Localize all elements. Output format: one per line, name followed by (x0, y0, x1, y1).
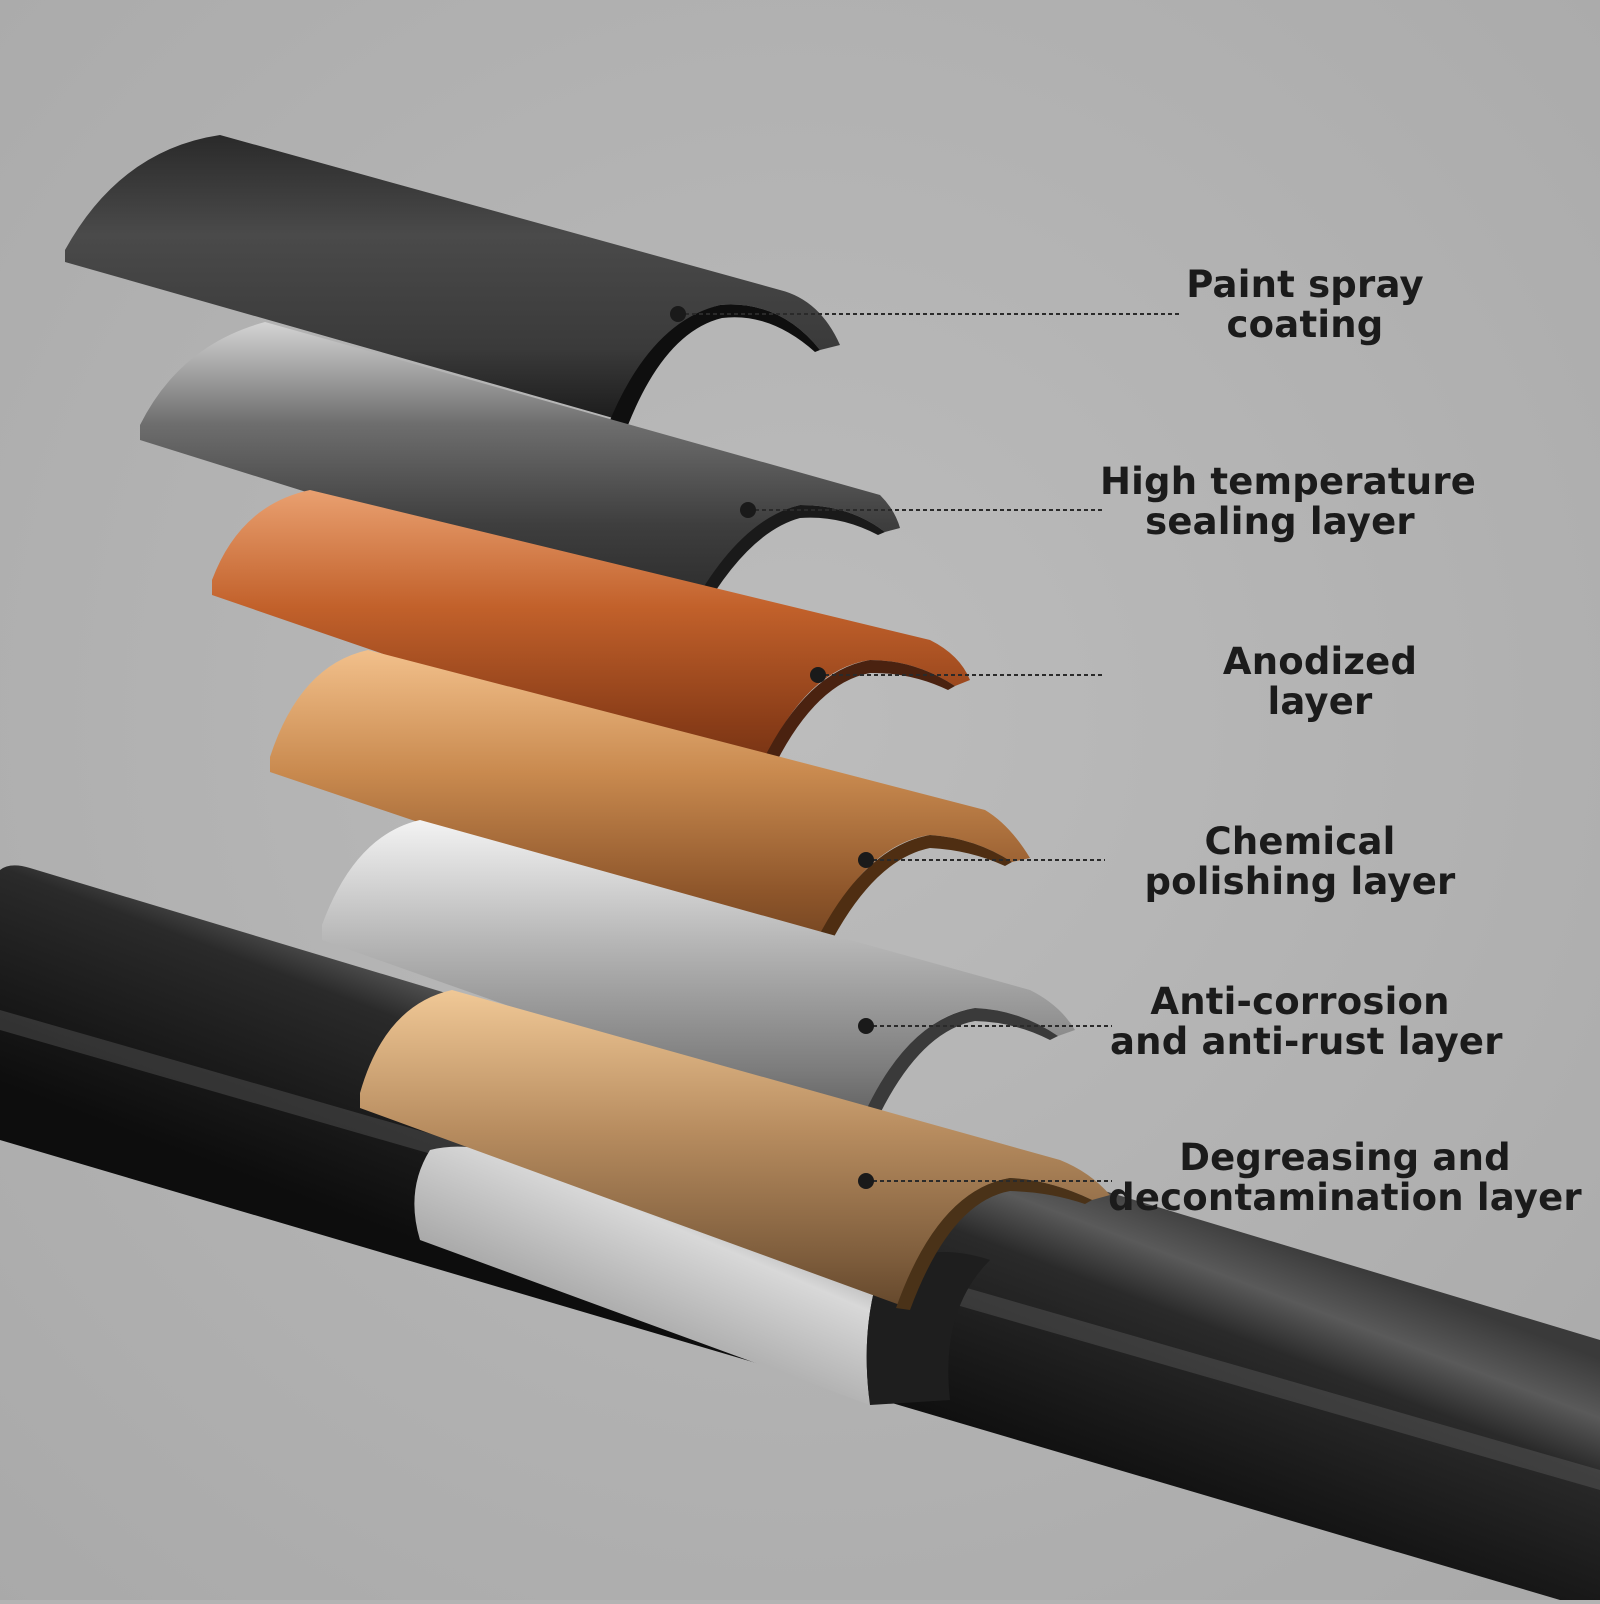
tube-inner-layer (414, 1146, 880, 1405)
label-high-temperature-sealing-layer: High temperature sealing layer (1100, 460, 1477, 543)
label-anodized-layer: Anodized layer (1215, 642, 1425, 722)
layer-paint-edge (608, 304, 820, 425)
label-anti-corrosion-layer: Anti-corrosion and anti-rust layer (1110, 980, 1503, 1063)
layer-anodized-edge (752, 660, 955, 786)
dot-anticorrosion (858, 1018, 874, 1034)
label-polishing-line1: Chemical (1204, 820, 1396, 863)
layer-anticorrosion-edge (856, 1008, 1058, 1135)
label-paint-line2: coating (1226, 303, 1384, 346)
label-paint-line1: Paint spray (1186, 263, 1424, 306)
label-degreasing-line2: decontamination layer (1108, 1176, 1582, 1219)
label-polishing-line2: polishing layer (1144, 860, 1456, 903)
callout-dots (670, 306, 874, 1189)
dot-paint (670, 306, 686, 322)
dot-sealing (740, 502, 756, 518)
layer-degreasing-edge (896, 1178, 1092, 1310)
label-anticorrosion-line2: and anti-rust layer (1110, 1020, 1503, 1063)
layer-paint-sheet (65, 135, 840, 420)
dot-anodized (810, 667, 826, 683)
layer-anodized (212, 490, 970, 786)
layer-polishing (270, 650, 1030, 960)
layer-anticorrosion-sheet (322, 820, 1075, 1130)
layer-polishing-edge (808, 835, 1012, 960)
callouts (678, 313, 1180, 1182)
layer-polishing-sheet (270, 650, 1030, 955)
label-anodized-line2: layer (1267, 680, 1373, 723)
label-chemical-polishing-layer: Chemical polishing layer (1140, 822, 1460, 902)
label-sealing-line2: sealing layer (1145, 500, 1415, 543)
label-degreasing-line1: Degreasing and (1179, 1136, 1511, 1179)
layer-paint (65, 135, 840, 425)
dot-degreasing (858, 1173, 874, 1189)
layer-degreasing-sheet (360, 990, 1110, 1305)
dot-polishing (858, 852, 874, 868)
layer-anticorrosion (322, 820, 1075, 1135)
layer-sealing-sheet (140, 322, 900, 612)
layer-sealing-edge (688, 505, 885, 616)
label-anodized-line1: Anodized (1222, 640, 1418, 683)
layer-degreasing (360, 990, 1110, 1310)
layer-sealing (140, 322, 900, 616)
label-paint-spray-coating: Paint spray coating (1175, 265, 1435, 345)
layer-anodized-sheet (212, 490, 970, 782)
label-anticorrosion-line1: Anti-corrosion (1150, 980, 1450, 1023)
label-degreasing-layer: Degreasing and decontamination layer (1105, 1138, 1585, 1218)
label-sealing-line1: High temperature (1100, 460, 1477, 503)
